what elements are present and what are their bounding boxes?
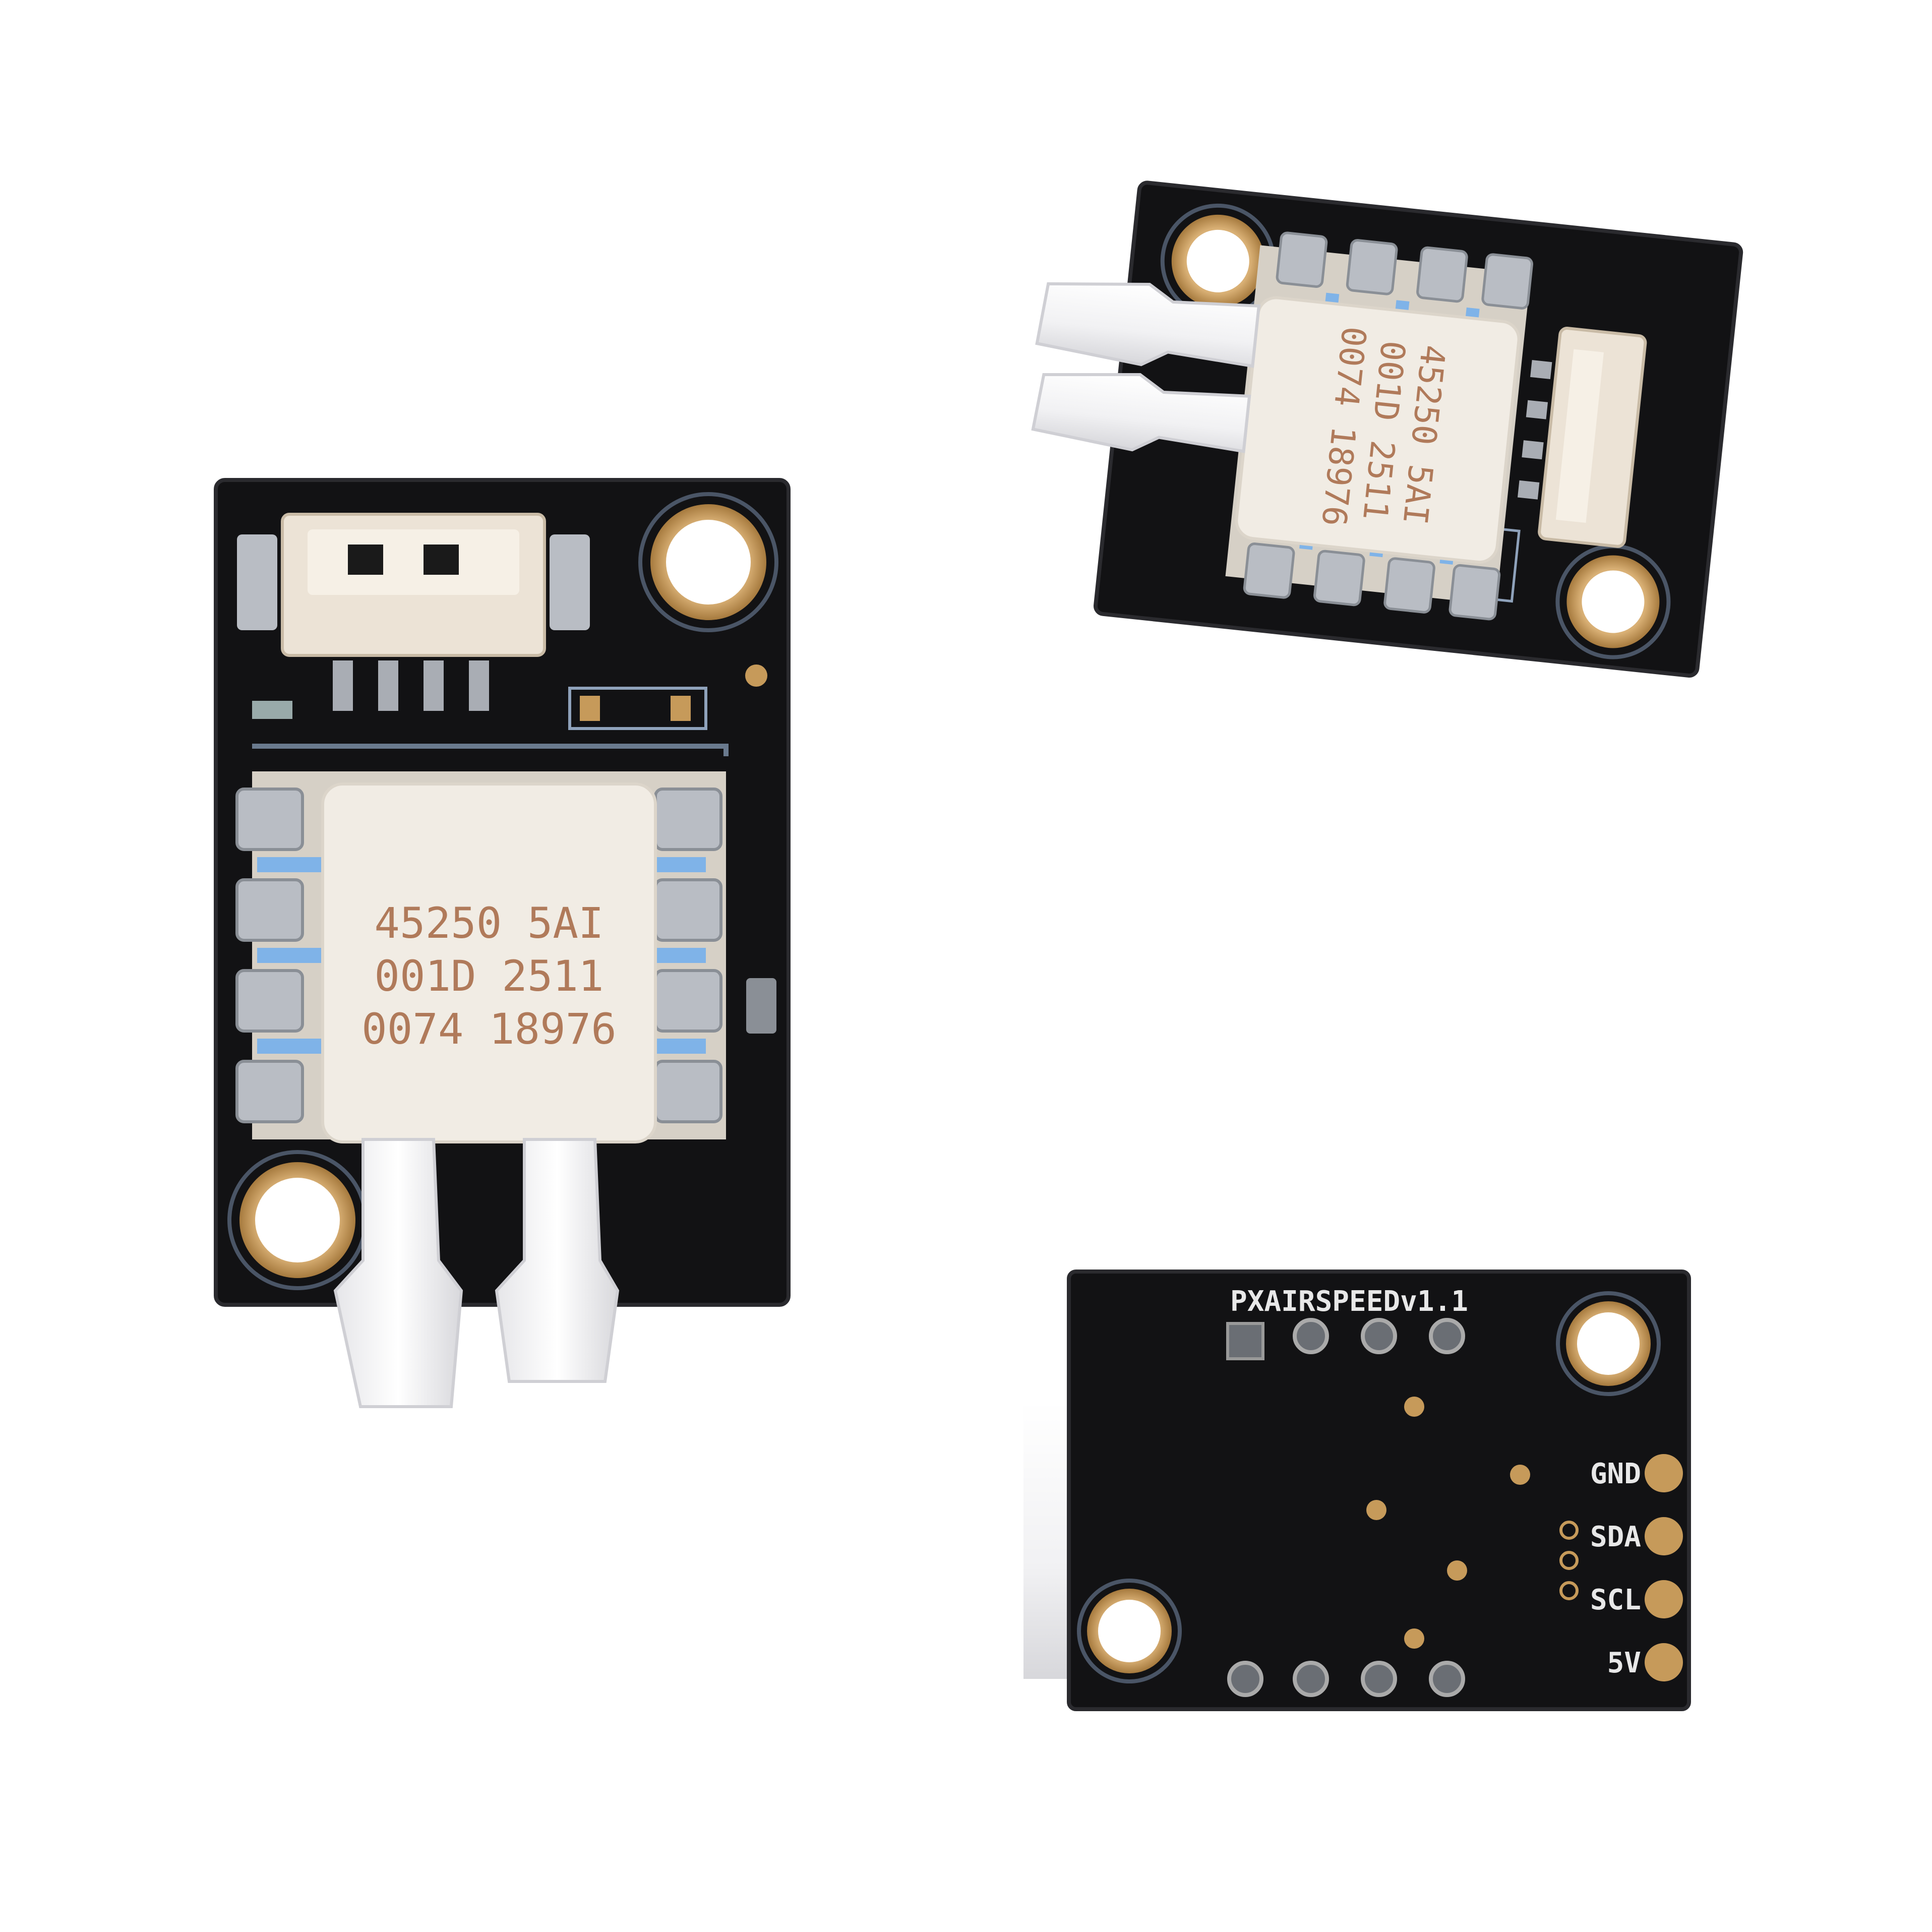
pin-scl: SCL xyxy=(1590,1580,1683,1618)
angled-pressure-port-tubes xyxy=(1031,282,1261,453)
angled-sensor-chip: 45250 5AI 001D 2511 0074 18976 xyxy=(1225,231,1533,621)
pressure-sensor-chip: 45250 5AI 001D 2511 0074 18976 xyxy=(235,771,726,1143)
jst-connector xyxy=(237,513,590,711)
angled-module: 45250 5AI 001D 2511 0074 18976 xyxy=(1031,180,1743,678)
pad-5v xyxy=(1645,1643,1683,1681)
angled-mounting-hole-top-left xyxy=(1160,203,1276,319)
pin-label-sda: SDA xyxy=(1590,1521,1641,1553)
bottom-through-holes xyxy=(1227,1661,1465,1697)
angled-jst-connector xyxy=(1518,327,1647,548)
back-mounting-hole-bottom-left xyxy=(1077,1579,1182,1683)
chip-marking-line1: 45250 5AI xyxy=(374,898,603,948)
pin-5v: 5V xyxy=(1607,1643,1683,1681)
board-label: PXAIRSPEEDv1.1 xyxy=(1230,1285,1468,1318)
pad-gnd xyxy=(1645,1454,1683,1492)
front-module: 45250 5AI 001D 2511 0074 18976 xyxy=(214,478,791,1408)
pin-label-scl: SCL xyxy=(1590,1584,1641,1616)
pin-label-5v: 5V xyxy=(1607,1647,1641,1679)
chip-marking-line3: 0074 18976 xyxy=(361,1004,617,1054)
pin-sda: SDA xyxy=(1590,1517,1683,1555)
back-pcb xyxy=(1067,1270,1691,1711)
mounting-hole-bottom-left xyxy=(227,1150,368,1290)
pressure-port-tubes xyxy=(333,1138,620,1408)
pad-scl xyxy=(1645,1580,1683,1618)
back-mounting-hole-top-right xyxy=(1556,1291,1661,1396)
mounting-hole-top-right xyxy=(638,492,778,632)
back-module: PXAIRSPEEDv1.1 xyxy=(1023,1270,1691,1711)
pad-sda xyxy=(1645,1517,1683,1555)
top-through-holes xyxy=(1226,1318,1465,1360)
chip-marking-line2: 001D 2511 xyxy=(374,951,603,1001)
angled-mounting-hole-bottom-right xyxy=(1555,544,1671,659)
pin-label-gnd: GND xyxy=(1590,1458,1641,1490)
pin-gnd: GND xyxy=(1590,1454,1683,1492)
